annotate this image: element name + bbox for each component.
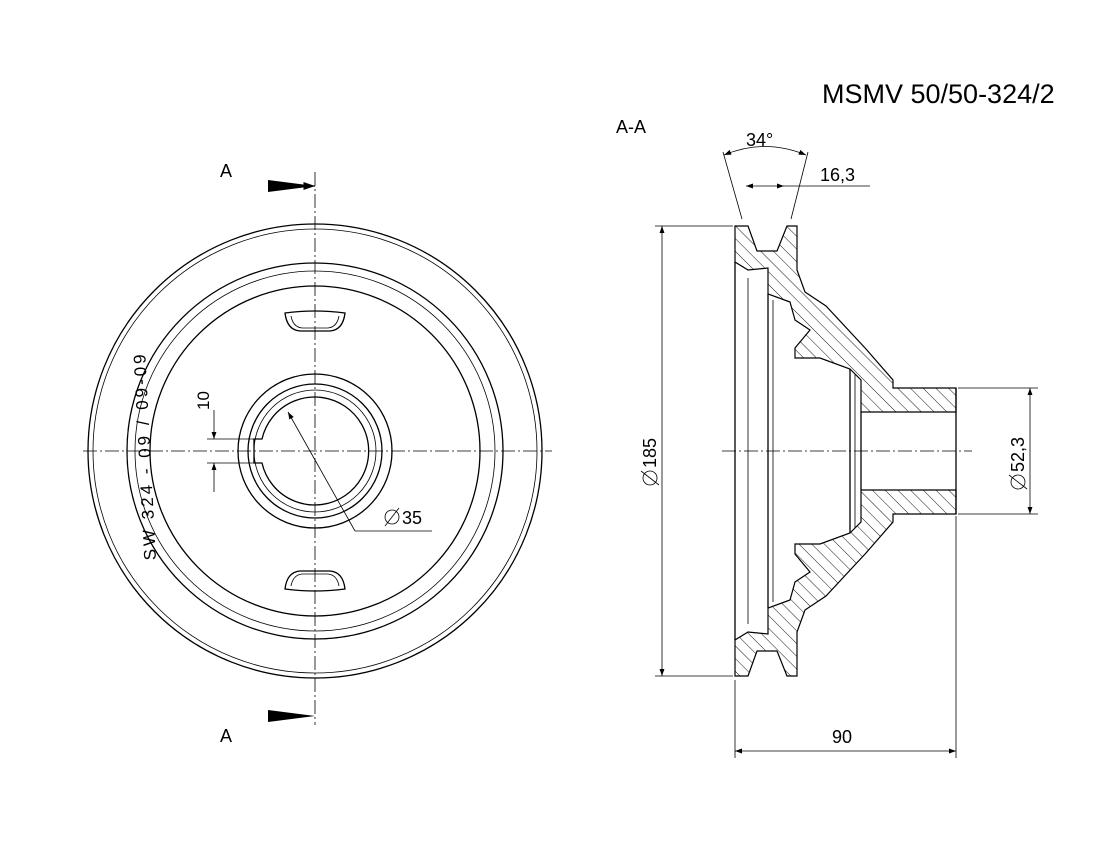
section-view: 34° 16,3 185 52,3 90 [640,130,1038,758]
bore-leader [287,411,356,532]
diameter-symbol-od-slash [640,470,660,486]
section-lower-half [734,489,957,677]
diameter-symbol-hub [1010,474,1026,490]
casting-mark-text: SW 324 - 09 / 09-09 [130,351,160,561]
section-arrow-bottom-label: A [220,726,232,746]
section-arrow-top-head [268,180,315,192]
section-arrow-bottom-head [268,710,315,722]
web-window-top-inner [290,315,340,329]
section-upper-half [734,225,957,413]
groove-angle-ext-left [722,151,743,220]
diameter-symbol-hub-slash [1008,474,1028,490]
web-window-bottom [284,570,346,592]
front-view: SW 324 - 09 / 09-09 A A 10 35 [83,161,552,746]
web-window-bottom-inner [290,573,340,587]
section-arrow-top-label: A [220,161,232,181]
web-window-top [284,310,346,332]
diameter-symbol-bore [384,509,400,525]
groove-circle [126,262,504,640]
keyway-dimension: 10 [194,391,213,410]
hub-outer-circle [237,373,393,529]
groove-angle-dimension: 34° [746,130,773,150]
bore-with-keyway [253,396,370,506]
outer-rim-circle [87,223,543,679]
groove-inner-circle [134,270,496,632]
od-label-group: 185 [640,438,660,486]
groove-angle-arc [723,146,807,156]
hub-chamfer-circle [247,383,383,519]
web-circle [149,285,481,617]
diameter-symbol-od [642,470,658,486]
groove-width-dimension: 16,3 [820,165,855,185]
hub-label-group: 52,3 [1008,437,1028,490]
outer-rim-edge [92,228,538,674]
outer-diameter-dimension: 185 [640,438,660,468]
groove-angle-ext-right [790,151,809,220]
overall-width-dimension: 90 [832,727,852,747]
diameter-symbol-bore-slash [384,507,400,527]
section-label: A-A [616,117,646,137]
hub-diameter-dimension: 52,3 [1008,437,1028,472]
drawing-title: MSMV 50/50-324/2 [822,79,1055,109]
bore-dimension: 35 [402,508,422,528]
